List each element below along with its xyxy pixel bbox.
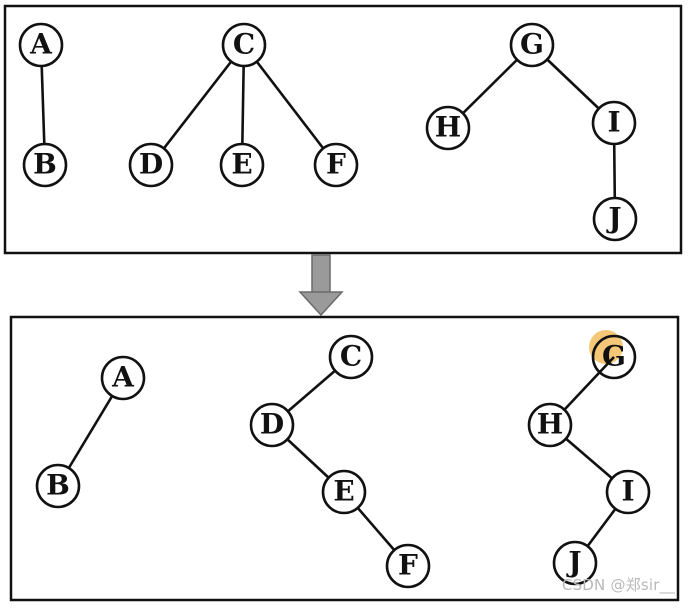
bottom-node-h: H <box>527 402 573 448</box>
top-node-circle <box>219 142 265 188</box>
top-node-circle <box>128 142 174 188</box>
bottom-node-f: F <box>385 543 431 589</box>
bottom-node-d: D <box>249 402 295 448</box>
bottom-node-circle <box>527 402 573 448</box>
bottom-node-label: H <box>537 408 563 441</box>
bottom-node-c: C <box>328 334 374 380</box>
bottom-node-circle <box>591 334 637 380</box>
top-node-j: J <box>592 196 638 242</box>
bottom-node-circle <box>605 469 651 515</box>
top-panel-nodes: A B C D E F G H I J <box>18 22 638 242</box>
bottom-node-label: D <box>260 408 284 441</box>
top-node-label: G <box>520 28 544 61</box>
bottom-node-label: I <box>621 475 634 508</box>
top-node-circle <box>22 142 68 188</box>
bottom-node-e: E <box>321 469 367 515</box>
top-edge-c-d <box>149 44 246 166</box>
bottom-node-circle <box>385 543 431 589</box>
bottom-node-a: A <box>100 355 146 401</box>
top-node-h: H <box>425 105 471 151</box>
bottom-node-b: B <box>35 463 81 509</box>
bottom-node-label: B <box>46 469 70 502</box>
top-node-circle <box>592 196 638 242</box>
top-node-a: A <box>18 22 64 68</box>
bottom-node-circle <box>321 469 367 515</box>
bottom-node-circle <box>249 402 295 448</box>
top-node-circle <box>425 105 471 151</box>
top-edge-c-f <box>242 44 338 166</box>
top-node-e: E <box>219 142 265 188</box>
cursor-highlight <box>589 330 623 364</box>
bottom-node-circle <box>35 463 81 509</box>
top-node-label: H <box>435 111 461 144</box>
top-node-i: I <box>591 100 637 146</box>
top-node-label: C <box>233 28 255 61</box>
top-node-g: G <box>509 22 555 68</box>
top-node-d: D <box>128 142 174 188</box>
top-node-label: E <box>231 148 252 181</box>
bottom-node-label: G <box>602 340 626 373</box>
top-node-c: C <box>221 22 267 68</box>
top-node-circle <box>591 100 637 146</box>
bottom-node-j: J <box>552 540 598 586</box>
top-node-label: A <box>29 28 53 61</box>
top-node-circle <box>18 22 64 68</box>
bottom-node-label: F <box>398 549 418 582</box>
bottom-node-i: I <box>605 469 651 515</box>
bottom-panel-nodes: A B C D E F G H I J <box>35 334 651 589</box>
bottom-node-circle <box>328 334 374 380</box>
top-node-b: B <box>22 142 68 188</box>
bottom-node-circle <box>100 355 146 401</box>
down-arrow-icon <box>298 254 344 317</box>
top-node-label: D <box>139 148 163 181</box>
top-node-circle <box>313 142 359 188</box>
top-node-label: B <box>33 148 57 181</box>
csdn-watermark: CSDN @郑sir__ <box>561 576 675 594</box>
bottom-node-label: C <box>340 340 362 373</box>
bottom-node-g: G <box>591 334 637 380</box>
top-node-f: F <box>313 142 359 188</box>
top-node-label: I <box>607 106 620 139</box>
top-node-circle <box>221 22 267 68</box>
top-node-label: J <box>605 202 621 235</box>
bottom-node-label: E <box>333 475 354 508</box>
bottom-node-label: A <box>111 361 135 394</box>
top-node-label: F <box>326 148 346 181</box>
top-node-circle <box>509 22 555 68</box>
bottom-node-circle <box>552 540 598 586</box>
bottom-node-label: J <box>565 546 581 579</box>
top-panel-frame <box>3 4 683 255</box>
